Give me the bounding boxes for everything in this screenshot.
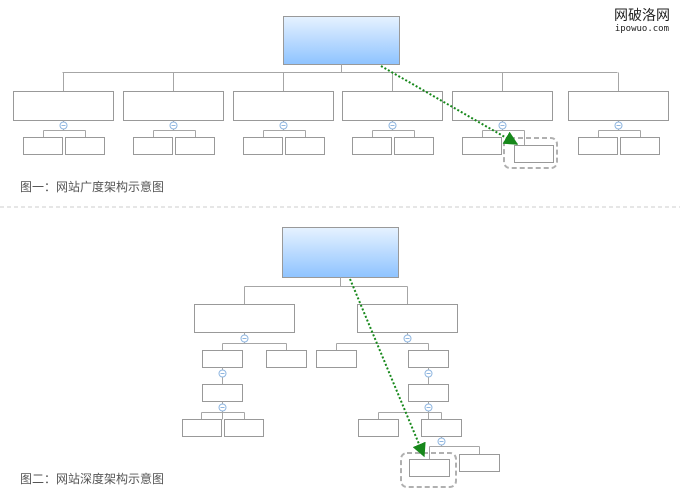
leaf-node <box>224 419 264 437</box>
level1-node <box>452 91 553 121</box>
leaf-node <box>459 454 500 472</box>
level1-node <box>568 91 669 121</box>
level1-node <box>233 91 334 121</box>
target-highlight <box>503 137 558 169</box>
level3-node <box>408 384 449 402</box>
level1-node <box>13 91 114 121</box>
expander-icon <box>218 403 227 412</box>
leaf-node <box>285 137 325 155</box>
expander-icon <box>424 369 433 378</box>
expander-icon <box>498 121 507 130</box>
watermark-title: 网破洛网 <box>614 8 670 24</box>
level1-node <box>123 91 224 121</box>
breadth-caption: 图一：网站广度架构示意图 <box>20 180 165 194</box>
expander-icon <box>388 121 397 130</box>
expander-icon <box>403 334 412 343</box>
expander-icon <box>279 121 288 130</box>
target-node <box>514 145 554 163</box>
watermark-url: ipowuo.com <box>614 24 669 34</box>
target-highlight <box>400 452 457 488</box>
target-node <box>409 459 450 477</box>
expander-icon <box>437 437 446 446</box>
expander-icon <box>169 121 178 130</box>
root-node <box>282 227 399 278</box>
level2-node <box>202 350 243 368</box>
leaf-node <box>23 137 63 155</box>
level4-node <box>358 419 399 437</box>
level1-node <box>194 304 295 333</box>
depth-caption: 图二：网站深度架构示意图 <box>20 472 165 486</box>
level2-node <box>266 350 307 368</box>
breadth-diagram <box>13 16 669 169</box>
level2-node <box>316 350 357 368</box>
leaf-node <box>578 137 618 155</box>
expander-icon <box>424 403 433 412</box>
expander-icon <box>614 121 623 130</box>
level1-node <box>342 91 443 121</box>
leaf-node <box>133 137 173 155</box>
leaf-node <box>243 137 283 155</box>
expander-icon <box>218 369 227 378</box>
level1-node <box>357 304 458 333</box>
leaf-node <box>620 137 660 155</box>
leaf-node <box>352 137 392 155</box>
expander-icon <box>59 121 68 130</box>
level3-node <box>202 384 243 402</box>
leaf-node <box>394 137 434 155</box>
leaf-node <box>65 137 105 155</box>
depth-diagram <box>182 227 500 488</box>
level4-node <box>421 419 462 437</box>
level2-node <box>408 350 449 368</box>
leaf-node <box>462 137 502 155</box>
leaf-node <box>182 419 222 437</box>
leaf-node <box>175 137 215 155</box>
expander-icon <box>240 334 249 343</box>
root-node <box>283 16 400 65</box>
